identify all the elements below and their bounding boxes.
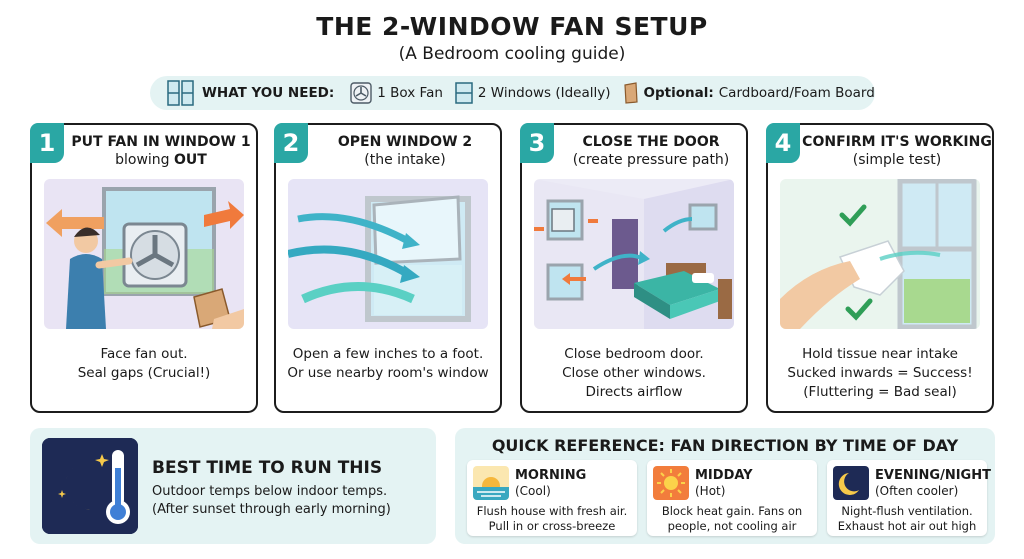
quick-ref-sub: (Often cooler) (875, 484, 959, 498)
step-heading: OPEN WINDOW 2 (the intake) (337, 134, 473, 168)
step-number: 2 (274, 123, 308, 163)
step-caption: Hold tissue near intake Sucked inwards =… (787, 346, 973, 400)
step-caption: Face fan out. Seal gaps (Crucial!) (77, 346, 211, 381)
step-number: 3 (520, 123, 554, 163)
step-card-4: 4 CONFIRM IT'S WORKING (simple test) Hol… (766, 123, 994, 413)
quick-ref-name: EVENING/NIGHT (875, 468, 991, 483)
moon-icon (833, 466, 869, 500)
tissue-test-illustration (780, 179, 980, 329)
page-subtitle: (A Bedroom cooling guide) (398, 44, 626, 64)
sun-icon (653, 466, 689, 500)
needs-item-windows: 2 Windows (Ideally) (455, 82, 611, 104)
moon-thermometer-icon (42, 438, 138, 534)
windows-icon (167, 80, 194, 106)
open-window-illustration (288, 179, 488, 329)
quick-ref-card-midday: MIDDAY (Hot) Block heat gain. Fans on pe… (647, 460, 817, 536)
quick-reference-title: QUICK REFERENCE: FAN DIRECTION BY TIME O… (491, 436, 959, 455)
needs-item-optional: Optional: Cardboard/Foam Board (623, 82, 875, 104)
needs-item-fan: 1 Box Fan (350, 82, 443, 104)
step-heading: PUT FAN IN WINDOW 1 blowing OUT (71, 134, 251, 168)
quick-ref-name: MIDDAY (695, 468, 753, 483)
page-title: THE 2-WINDOW FAN SETUP (316, 12, 708, 41)
window-icon (455, 82, 473, 104)
needs-label: WHAT YOU NEED: (202, 85, 335, 101)
quick-ref-sub: (Hot) (695, 484, 726, 498)
step-number: 4 (766, 123, 800, 163)
quick-ref-desc: Night-flush ventilation. Exhaust hot air… (837, 504, 977, 533)
best-time-text: Outdoor temps below indoor temps. (After… (152, 484, 391, 517)
quick-ref-card-evening: EVENING/NIGHT (Often cooler) Night-flush… (827, 460, 991, 536)
best-time-panel: BEST TIME TO RUN THIS Outdoor temps belo… (30, 428, 436, 544)
box-fan-icon (350, 82, 372, 104)
step-caption: Open a few inches to a foot. Or use near… (287, 346, 489, 381)
fan-in-window-illustration (44, 179, 244, 329)
quick-ref-card-morning: MORNING (Cool) Flush house with fresh ai… (467, 460, 637, 536)
cardboard-icon (623, 82, 638, 104)
optional-label: Optional: (643, 85, 714, 101)
quick-reference-panel: QUICK REFERENCE: FAN DIRECTION BY TIME O… (455, 428, 995, 544)
step-heading: CLOSE THE DOOR (create pressure path) (572, 134, 730, 168)
step-card-1: 1 PUT FAN IN WINDOW 1 blowing OUT Face f… (30, 123, 258, 413)
needs-item-windows-label: 2 Windows (Ideally) (477, 85, 611, 101)
quick-ref-desc: Block heat gain. Fans on people, not coo… (661, 504, 803, 533)
quick-ref-name: MORNING (515, 468, 587, 483)
step-number: 1 (30, 123, 64, 163)
quick-ref-sub: (Cool) (515, 484, 551, 498)
best-time-title: BEST TIME TO RUN THIS (152, 458, 383, 478)
quick-ref-desc: Flush house with fresh air. Pull in or c… (476, 504, 628, 533)
what-you-need-bar: WHAT YOU NEED: 1 Box Fan 2 Windows (Idea… (150, 76, 875, 110)
optional-text: Cardboard/Foam Board (718, 85, 875, 101)
sunrise-icon (473, 466, 509, 500)
step-caption: Close bedroom door. Close other windows.… (562, 346, 706, 400)
step-card-2: 2 OPEN WINDOW 2 (the intake) Open a few … (274, 123, 502, 413)
step-heading: CONFIRM IT'S WORKING (simple test) (802, 134, 992, 168)
step-card-3: 3 CLOSE THE DOOR (create pressure path) (520, 123, 748, 413)
bedroom-illustration (534, 179, 734, 329)
needs-item-fan-label: 1 Box Fan (377, 85, 443, 101)
